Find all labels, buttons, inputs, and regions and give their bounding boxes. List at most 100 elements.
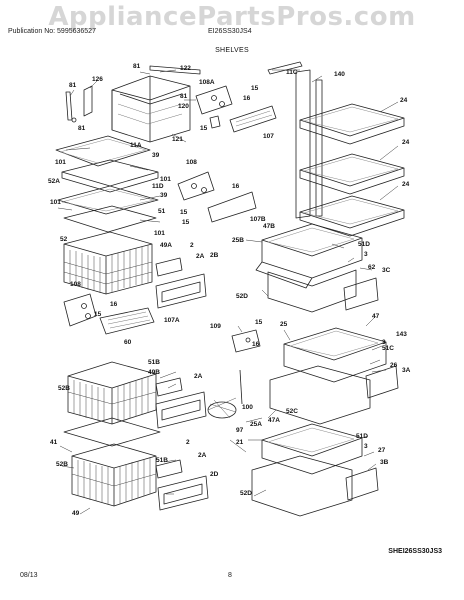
part-label: 3 <box>364 443 368 450</box>
part-label: 11C <box>286 69 298 76</box>
part-label: 108 <box>186 159 197 166</box>
part-label: 3A <box>402 367 411 374</box>
drawer-cover-3c <box>343 277 379 311</box>
light-107b <box>207 191 257 223</box>
part-label: 15 <box>200 125 208 132</box>
part-label: 39 <box>160 192 168 199</box>
part-label: 51C <box>382 345 394 352</box>
part-label: 52C <box>286 408 298 415</box>
part-label: 51D <box>356 433 368 440</box>
part-label: 109 <box>210 323 221 330</box>
page-number: 8 <box>228 572 232 579</box>
part-label: 3 <box>382 339 386 346</box>
part-label: 15 <box>180 209 188 216</box>
part-label: 2D <box>210 471 219 478</box>
part-label: 107B <box>250 216 266 223</box>
part-label: 51B <box>148 359 160 366</box>
part-label: 100 <box>242 404 253 411</box>
part-label: 16 <box>252 341 260 348</box>
part-label: 121 <box>172 136 183 143</box>
part-label: 2A <box>198 452 207 459</box>
light-cover-107a <box>99 307 155 335</box>
part-label: 49 <box>72 510 80 517</box>
part-label: 15 <box>182 219 190 226</box>
part-label: 2 <box>186 439 190 446</box>
drawer-cover-3a <box>365 365 399 399</box>
part-label: 11A <box>130 142 142 149</box>
part-label: 47A <box>268 417 280 424</box>
diagram-code: SHEI26SS30JS3 <box>388 548 442 555</box>
part-label: 52B <box>56 461 68 468</box>
part-label: 101 <box>154 230 165 237</box>
part-label: 107A <box>164 317 180 324</box>
model-number: EI26SS30JS4 <box>208 28 252 35</box>
part-label: 107 <box>263 133 274 140</box>
part-label: 16 <box>232 183 240 190</box>
part-label: 108A <box>199 79 215 86</box>
part-label: 108 <box>70 281 81 288</box>
part-label: 21 <box>236 439 244 446</box>
part-label: 49B <box>148 369 160 376</box>
part-label: 120 <box>178 103 189 110</box>
part-label: 101 <box>160 176 171 183</box>
watermark: AppliancePartsPros.com <box>48 2 416 32</box>
part-label: 15 <box>94 311 102 318</box>
part-label: 15 <box>255 319 263 326</box>
drawer-cover-3b <box>345 467 379 501</box>
part-label: 24 <box>402 181 410 188</box>
part-label: 2A <box>194 373 203 380</box>
bracket-109 <box>231 329 261 353</box>
fan-assembly-100 <box>207 369 243 419</box>
glass-shelf-24-low <box>299 195 405 237</box>
part-label: 140 <box>334 71 345 78</box>
part-label: 47 <box>372 313 380 320</box>
light-107 <box>229 105 277 133</box>
wire-basket-52b-lower <box>71 443 157 507</box>
rear-rails <box>267 61 323 219</box>
part-label: 81 <box>180 93 188 100</box>
glass-shelf-52 <box>57 185 159 233</box>
glass-shelf-24-top <box>299 103 405 145</box>
page-title: SHELVES <box>215 47 249 54</box>
part-label: 81 <box>69 82 77 89</box>
freezer-bin-upper <box>111 65 201 143</box>
part-label: 39 <box>152 152 160 159</box>
glass-shelf-24-mid <box>299 153 405 195</box>
bracket-108 <box>177 171 215 201</box>
part-label: 2A <box>196 253 205 260</box>
part-label: 11D <box>152 183 164 190</box>
crisper-drawer-25a <box>251 423 363 517</box>
wire-basket-52b-upper <box>67 361 157 425</box>
wire-basket-49a <box>63 231 153 295</box>
bin-handles <box>155 257 209 511</box>
part-label: 52D <box>236 293 248 300</box>
part-label: 3B <box>380 459 389 466</box>
part-label: 97 <box>236 427 244 434</box>
part-label: 41 <box>50 439 58 446</box>
shelf-frame-52a <box>61 159 159 193</box>
part-label: 25B <box>232 237 244 244</box>
rail-126 <box>65 85 93 123</box>
part-label: 16 <box>110 301 118 308</box>
part-label: 2B <box>210 252 219 259</box>
bracket-108a <box>195 85 233 129</box>
part-label: 49A <box>160 242 172 249</box>
part-label: 51 <box>158 208 166 215</box>
glass-shelf-11a <box>55 135 151 167</box>
part-label: 60 <box>124 339 132 346</box>
part-label: 62 <box>368 264 376 271</box>
part-label: 25A <box>250 421 262 428</box>
part-label: 101 <box>50 199 61 206</box>
part-label: 16 <box>243 95 251 102</box>
crisper-drawer-25b <box>255 223 363 313</box>
part-label: 52 <box>60 236 68 243</box>
part-label: 51D <box>358 241 370 248</box>
part-label: 26 <box>390 362 398 369</box>
part-label: 3C <box>382 267 391 274</box>
part-label: 25 <box>280 321 288 328</box>
part-label: 143 <box>396 331 407 338</box>
part-label: 51B <box>156 457 168 464</box>
part-label: 24 <box>400 97 408 104</box>
